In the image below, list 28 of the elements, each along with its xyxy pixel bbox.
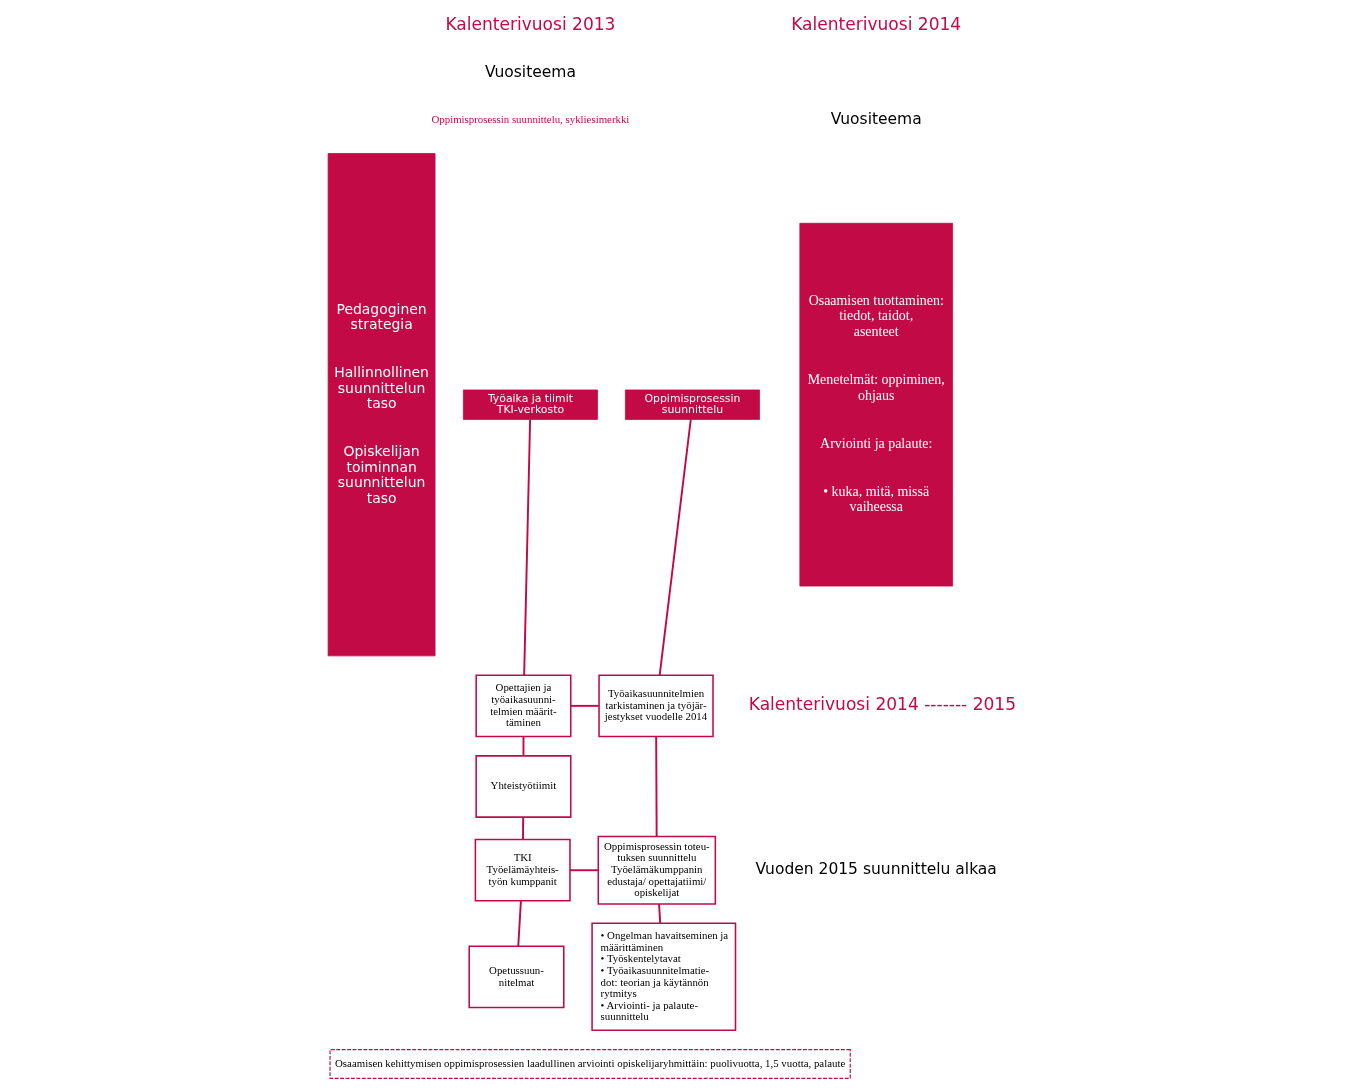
- node-box: Pedagoginen strategia Hallinnollinen suunnittelun taso Opiskelijan toiminnan suunnittelun taso: [327, 153, 435, 657]
- node-box: TKI Työelämäyhteis- työn kumppanit: [474, 838, 571, 902]
- label: Vuositeema: [484, 62, 576, 81]
- node-box: Oppimisprosessin suunnittelu: [624, 389, 760, 420]
- connector: [521, 816, 524, 841]
- connector: [522, 418, 531, 676]
- connector: [522, 735, 524, 757]
- node-box: Oppimisprosessin toteu- tuksen suunnittelu Työelämäkumppanin edustaja/ opettajatiimi/ opiskelijat: [597, 835, 716, 905]
- node-box: Osaamisen tuottaminen: tiedot, taidot, asenteet Menetelmät: oppiminen, ohjaus Arviointi ja palaute: • kuka, mitä, missä vaiheessa: [798, 222, 953, 587]
- node-box: • Ongelman havaitseminen ja määrittäminen • Työskentelytavat • Työaikasuunnitelmatie- dot: teorian ja käytännön rytmitys • Arviointi- ja palaute- suunnittelu: [590, 922, 736, 1032]
- node-box: Opetussuun- nitelmat: [467, 945, 565, 1009]
- connector: [654, 735, 658, 838]
- label: Kalenterivuosi 2013: [444, 13, 615, 34]
- label: Oppimisprosessin suunnittelu, sykliesimerkki: [430, 113, 629, 126]
- label: Kalenterivuosi 2014 ------- 2015: [748, 694, 1016, 715]
- node-box: Yhteistyötiimit: [474, 755, 572, 818]
- node-box: Työaika ja tiimit TKI-verkosto: [462, 389, 598, 420]
- connector: [657, 903, 661, 925]
- label: Vuositeema: [830, 110, 922, 129]
- label: Kalenterivuosi 2014: [790, 13, 961, 34]
- node-box: Työaikasuunnitelmien tarkistaminen ja työjär- jestykset vuodelle 2014: [597, 674, 714, 738]
- connector: [569, 704, 600, 707]
- connector: [516, 900, 522, 947]
- connector: [658, 418, 692, 676]
- node-box: Osaamisen kehittymisen oppimisprosessien laadullinen arviointi opiskelijaryhmittäin: puolivuotta, 1,5 vuotta, palaute: [328, 1049, 851, 1079]
- node-box: Opettajien ja työaikasuunni- telmien määrit- täminen: [474, 674, 572, 738]
- connector: [568, 869, 599, 872]
- label: Vuoden 2015 suunnittelu alkaa: [755, 860, 997, 879]
